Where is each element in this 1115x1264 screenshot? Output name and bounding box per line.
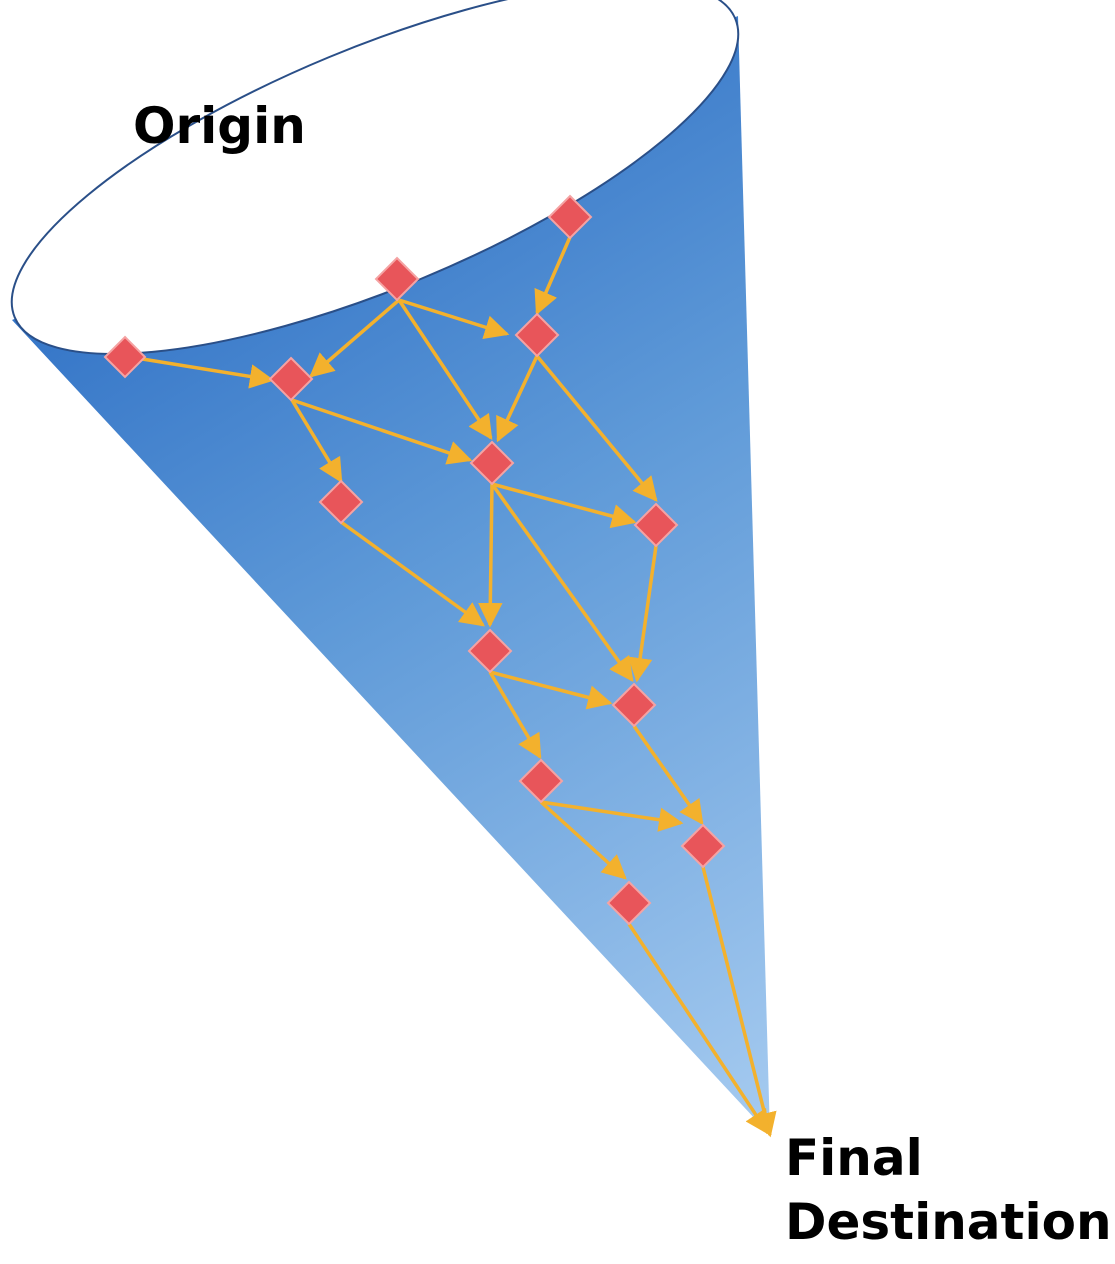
edge-n13-dest: [627, 923, 770, 1136]
edge-n5-n8: [535, 354, 658, 502]
edge-n1-n3: [129, 355, 275, 389]
edge-n2-n5: [398, 298, 510, 340]
node-n6: [469, 440, 515, 486]
edges-group: [129, 236, 777, 1138]
node-n9: [467, 628, 513, 674]
node-n12: [680, 823, 726, 869]
edge-n3-n7: [290, 399, 343, 484]
edge-n6-n8: [491, 482, 637, 529]
node-n1: [103, 335, 147, 379]
edge-n8-n10: [627, 545, 658, 683]
edge-n6-n10: [490, 482, 634, 682]
node-n8: [633, 502, 679, 548]
node-n11: [518, 758, 564, 804]
edge-n10-n12: [632, 724, 704, 826]
edge-n9-n10: [489, 670, 613, 710]
edge-n5-n6: [496, 355, 539, 443]
node-n3: [268, 356, 314, 402]
node-n10: [611, 682, 657, 728]
nodes-group: [103, 194, 726, 926]
edge-n4-n5: [534, 236, 572, 316]
cone-opening: [10, 0, 740, 355]
node-n5: [514, 312, 560, 358]
edge-n11-n12: [540, 800, 684, 832]
node-n4: [547, 194, 593, 240]
edge-n3-n6: [291, 398, 473, 465]
origin-label: Origin: [133, 97, 306, 155]
final-destination-label-line2: Destination: [785, 1193, 1112, 1251]
edge-n9-n11: [488, 671, 542, 760]
edge-n12-dest: [701, 866, 777, 1138]
node-n2: [374, 256, 420, 302]
edge-n11-n13: [539, 800, 627, 880]
final-destination-label-line1: Final: [785, 1129, 923, 1187]
node-n7: [318, 479, 364, 525]
edge-n7-n9: [339, 520, 485, 627]
node-n13: [606, 880, 652, 926]
edge-n6-n9: [478, 483, 503, 628]
edge-n2-n3: [309, 298, 401, 378]
edge-n2-n6: [397, 299, 493, 441]
